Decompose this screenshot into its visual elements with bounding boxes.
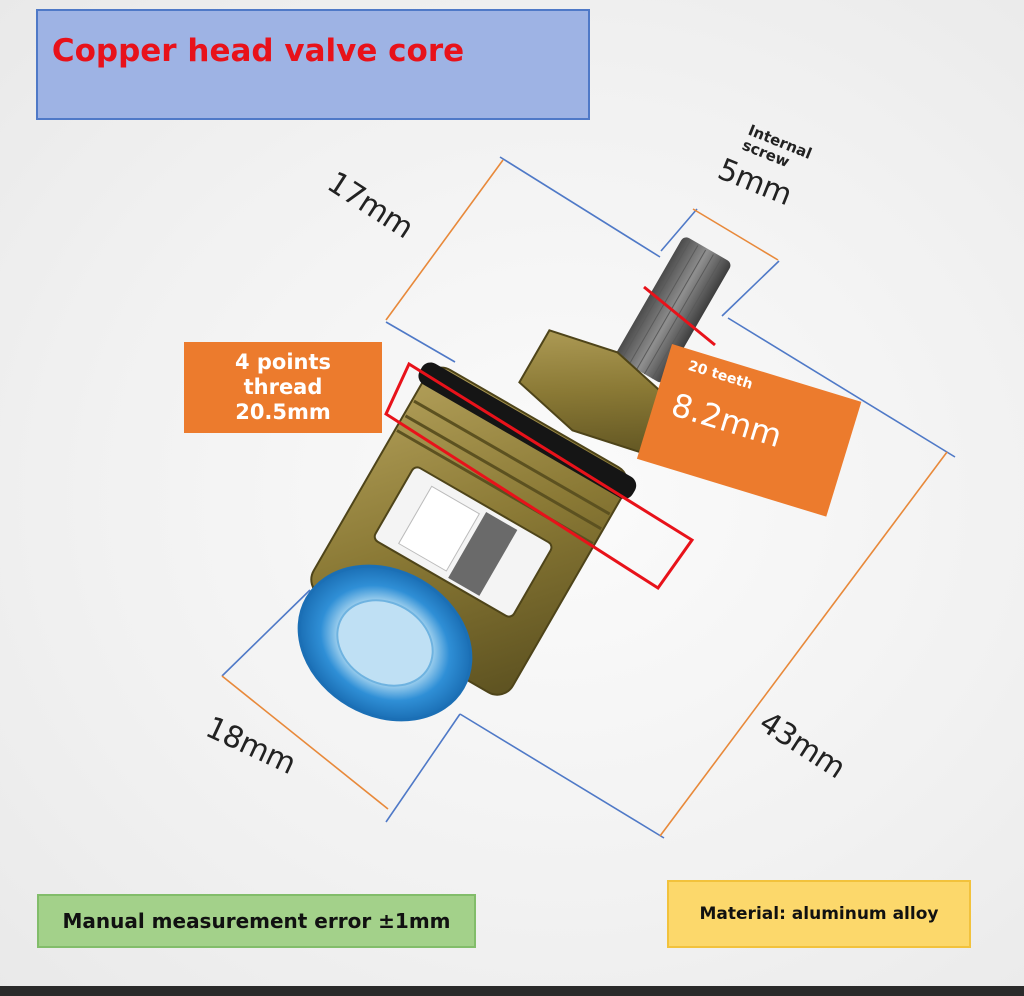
thread-callout-line2: thread: [243, 375, 323, 399]
title-banner: Copper head valve core: [36, 9, 590, 120]
teeth-callout-value: 8.2mm: [666, 385, 787, 456]
blue-seal-ring: [297, 564, 473, 722]
material-note: Material: aluminum alloy: [667, 880, 971, 948]
thread-callout-line3: 20.5mm: [235, 400, 331, 424]
measurement-error-note: Manual measurement error ±1mm: [37, 894, 476, 948]
stem-highlight-line: [643, 285, 716, 347]
page-title: Copper head valve core: [51, 33, 465, 69]
thread-callout: 4 points thread 20.5mm: [184, 342, 382, 433]
measurement-lines-blue: [221, 156, 956, 839]
bottom-bar: [0, 986, 1024, 996]
thread-callout-line1: 4 points: [234, 350, 332, 374]
thread-highlight-box: [384, 361, 695, 591]
measurement-lines-orange: [221, 159, 948, 837]
